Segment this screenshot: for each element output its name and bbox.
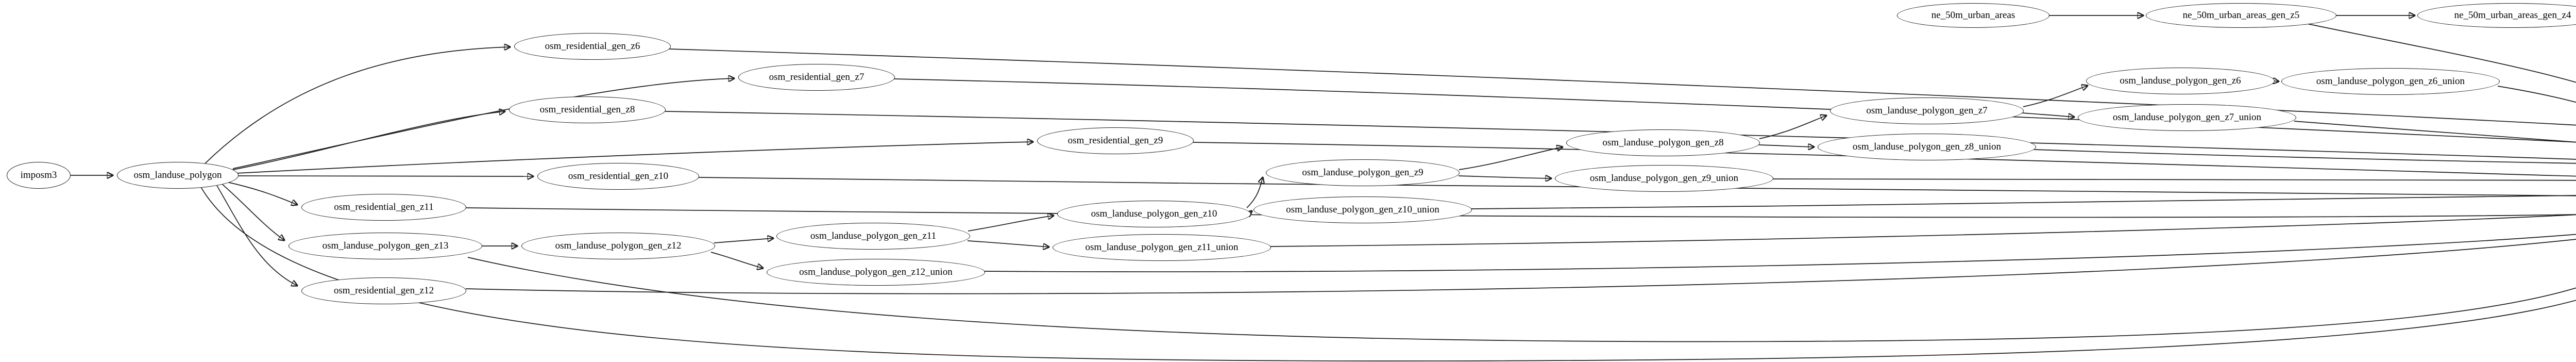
edge	[221, 183, 284, 240]
edge	[1759, 116, 1826, 139]
node-label: osm_residential_gen_z11	[334, 202, 434, 212]
node-osm-residential-gen-z9: osm_residential_gen_z9	[1037, 127, 1194, 154]
edge	[710, 252, 763, 268]
node-osm-landuse-polygon-gen-z12: osm_landuse_polygon_gen_z12	[521, 233, 715, 259]
node-label: osm_landuse_polygon_gen_z12_union	[799, 267, 953, 277]
node-osm-landuse-polygon-gen-z8-union: osm_landuse_polygon_gen_z8_union	[1818, 134, 2036, 160]
node-osm-landuse-polygon-gen-z8: osm_landuse_polygon_gen_z8	[1566, 129, 1760, 156]
node-osm-landuse-polygon-gen-z9-union: osm_landuse_polygon_gen_z9_union	[1555, 165, 1773, 192]
node-ne-50m-urban-areas: ne_50m_urban_areas	[1897, 3, 2049, 28]
edge	[467, 257, 2576, 342]
node-osm-landuse-polygon-gen-z10: osm_landuse_polygon_gen_z10	[1057, 201, 1251, 227]
edge	[216, 185, 297, 286]
edge	[1458, 176, 1551, 178]
node-ne-50m-urban-areas-gen-z4: ne_50m_urban_areas_gen_z4	[2417, 3, 2576, 28]
node-osm-landuse-polygon-gen-z6: osm_landuse_polygon_gen_z6	[2086, 68, 2275, 94]
edge	[1459, 147, 1563, 170]
node-label: ne_50m_urban_areas_gen_z4	[2454, 10, 2571, 21]
node-label: osm_landuse_polygon_gen_z6_union	[2316, 76, 2465, 87]
edge	[1246, 177, 1263, 208]
edge	[982, 234, 2576, 272]
node-osm-landuse-polygon-gen-z12-union: osm_landuse_polygon_gen_z12_union	[767, 259, 985, 286]
node-label: ne_50m_urban_areas	[1931, 10, 2015, 21]
node-label: osm_landuse_polygon_gen_z9	[1302, 167, 1423, 178]
edge	[669, 48, 2576, 126]
node-label: ne_50m_urban_areas_gen_z5	[2182, 10, 2300, 21]
node-label: osm_landuse_polygon_gen_z13	[322, 240, 449, 251]
edge	[465, 207, 2576, 218]
edge	[465, 239, 2576, 294]
edge	[2497, 86, 2576, 103]
node-osm-residential-gen-z8: osm_residential_gen_z8	[509, 96, 666, 123]
edge	[967, 240, 1049, 247]
edge	[714, 238, 773, 243]
edge	[665, 111, 2576, 160]
node-label: osm_landuse_polygon_gen_z10_union	[1286, 204, 1439, 215]
node-imposm3: imposm3	[7, 162, 71, 189]
node-osm-residential-gen-z12: osm_residential_gen_z12	[301, 277, 466, 304]
node-label: osm_landuse_polygon_gen_z7	[1866, 105, 1988, 116]
node-label: osm_residential_gen_z6	[545, 41, 640, 52]
node-label: osm_landuse_polygon_gen_z11	[810, 231, 937, 241]
edge	[230, 111, 505, 171]
edge	[1771, 178, 2576, 181]
node-osm-residential-gen-z11: osm_residential_gen_z11	[301, 194, 466, 221]
node-label: osm_landuse_polygon	[133, 170, 222, 180]
node-osm-landuse-polygon: osm_landuse_polygon	[117, 162, 239, 189]
node-label: osm_residential_gen_z9	[1067, 135, 1163, 146]
node-label: osm_landuse_polygon_gen_z8_union	[1852, 141, 2002, 152]
edge	[1193, 142, 2576, 177]
node-label: osm_landuse_polygon_gen_z8	[1602, 137, 1724, 148]
edge	[2023, 86, 2088, 107]
node-label: osm_residential_gen_z12	[333, 285, 434, 296]
node-osm-residential-gen-z10: osm_residential_gen_z10	[537, 163, 699, 190]
node-osm-landuse-polygon-gen-z6-union: osm_landuse_polygon_gen_z6_union	[2281, 68, 2500, 95]
node-label: osm_landuse_polygon_gen_z11_union	[1085, 242, 1239, 253]
node-osm-landuse-polygon-gen-z7: osm_landuse_polygon_gen_z7	[1830, 97, 2024, 124]
node-label: osm_landuse_polygon_gen_z10	[1091, 208, 1217, 219]
edge	[224, 181, 297, 205]
edge	[1268, 214, 2576, 247]
edge	[205, 47, 510, 164]
node-ne-50m-urban-areas-gen-z5: ne_50m_urban_areas_gen_z5	[2146, 3, 2336, 28]
node-label: imposm3	[20, 170, 57, 180]
node-osm-residential-gen-z6: osm_residential_gen_z6	[514, 33, 671, 60]
node-label: osm_landuse_polygon_gen_z9_union	[1589, 173, 1739, 184]
node-label: osm_residential_gen_z10	[568, 171, 669, 182]
node-osm-residential-gen-z7: osm_residential_gen_z7	[738, 64, 895, 91]
node-label: osm_residential_gen_z7	[769, 72, 865, 83]
node-osm-landuse-polygon-gen-z11: osm_landuse_polygon_gen_z11	[776, 223, 970, 250]
edge	[2294, 121, 2576, 143]
edge	[2022, 112, 2074, 117]
node-osm-landuse-polygon-gen-z7-union: osm_landuse_polygon_gen_z7_union	[2078, 104, 2296, 131]
node-label: osm_landuse_polygon_gen_z6	[2120, 75, 2241, 86]
edge	[968, 216, 1054, 232]
edge	[235, 142, 1033, 174]
edge	[2307, 23, 2576, 83]
edge	[1758, 145, 1814, 147]
node-label: osm_residential_gen_z8	[539, 104, 635, 115]
node-osm-landuse-polygon-gen-z13: osm_landuse_polygon_gen_z13	[289, 233, 482, 259]
node-osm-landuse-polygon-gen-z10-union: osm_landuse_polygon_gen_z10_union	[1253, 196, 1472, 223]
node-label: osm_landuse_polygon_gen_z7_union	[2112, 112, 2262, 123]
node-osm-landuse-polygon-gen-z11-union: osm_landuse_polygon_gen_z11_union	[1053, 234, 1271, 261]
node-label: osm_landuse_polygon_gen_z12	[555, 240, 682, 251]
node-osm-landuse-polygon-gen-z9: osm_landuse_polygon_gen_z9	[1266, 159, 1460, 186]
edge	[1469, 195, 2576, 209]
edge	[2033, 149, 2576, 164]
